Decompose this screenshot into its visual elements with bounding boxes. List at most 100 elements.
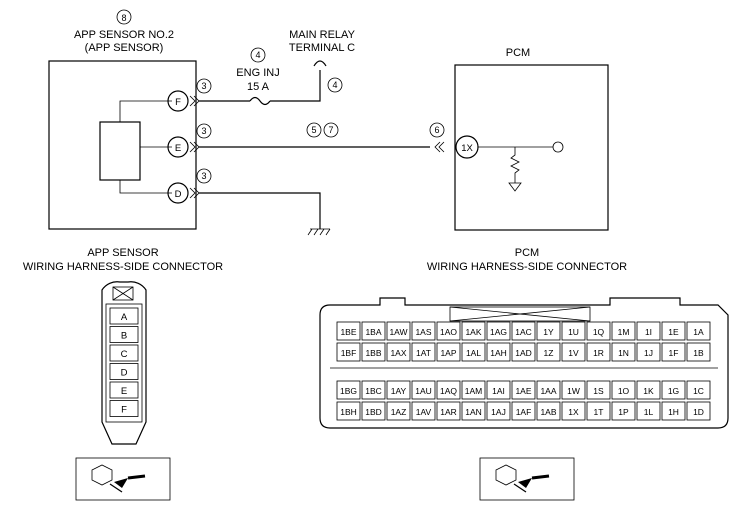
pcm-pin-label: 1AK <box>465 327 481 337</box>
pcm-pin-cell <box>686 380 711 400</box>
pcm-pin-cell <box>436 401 461 421</box>
app-pin-cell <box>109 381 139 399</box>
pcm-pin-label: 1V <box>568 348 579 358</box>
pcm-pin-cell <box>436 342 461 362</box>
pcm-pin-cell <box>561 401 586 421</box>
pcm-pin-cell <box>561 342 586 362</box>
pcm-connector-key-x <box>449 306 591 322</box>
app-pin-label: E <box>121 386 127 397</box>
pcm-pin-cell <box>386 380 411 400</box>
pcm-pin-cell <box>611 401 636 421</box>
pcm-pin-cell <box>461 401 486 421</box>
pcm-pin-label: 1F <box>669 348 679 358</box>
pcm-pin-label: 1AB <box>540 407 556 417</box>
pcm-pin-cell <box>386 401 411 421</box>
pcm-pin-label: 1AX <box>390 348 406 358</box>
pcm-pin-cell <box>611 342 636 362</box>
pcm-pin-cell <box>361 321 386 341</box>
pcm-pin-cell <box>511 380 536 400</box>
pcm-pin-label: 1BD <box>365 407 382 417</box>
pcm-pin-cell <box>636 380 661 400</box>
pcm-pin-label: 1BG <box>340 386 357 396</box>
pcm-pin-cell <box>586 342 611 362</box>
relay-terminal-symbol <box>313 60 327 67</box>
resistor-icon <box>510 147 520 183</box>
pcm-pin-cell <box>661 380 686 400</box>
pcm-connector-body <box>319 297 729 429</box>
pcm-connector-key <box>449 306 591 322</box>
app-connector-frame <box>105 303 143 423</box>
app-view-icon-frame <box>75 457 171 501</box>
pcm-pin-label: 1BC <box>365 386 382 396</box>
wire-d <box>199 192 321 229</box>
pcm-pin-cell <box>511 401 536 421</box>
app-pin-cell <box>109 344 139 362</box>
pcm-pin-label: 1AR <box>440 407 457 417</box>
pcm-pin-cell <box>411 342 436 362</box>
pcm-pin-cell <box>611 380 636 400</box>
pcm-pin-cell <box>361 342 386 362</box>
pcm-pin-cell <box>536 321 561 341</box>
wire-f-callout-circle <box>196 78 212 94</box>
pcm-pin-cell <box>686 342 711 362</box>
terminal-1x-label: 1X <box>461 143 473 154</box>
pcm-pin-cell <box>686 321 711 341</box>
app-pin-cell <box>109 400 139 417</box>
pcm-pin-cell <box>586 321 611 341</box>
pcm-pin-cell <box>411 321 436 341</box>
app-pin-label: A <box>121 312 128 323</box>
pcm-title: PCM <box>506 47 530 59</box>
connector-view-icon <box>495 464 550 493</box>
pcm-pin-cell <box>536 342 561 362</box>
pcm-pin-cell <box>561 321 586 341</box>
pcm-pin-cell <box>336 321 361 341</box>
pcm-pin-cell <box>636 321 661 341</box>
pcm-pin-cell <box>661 342 686 362</box>
pcm-pin-cell <box>586 401 611 421</box>
wire-e-mid-a-circle <box>306 122 322 138</box>
terminal-d-label: D <box>175 189 182 200</box>
pcm-pin-label: 1AS <box>415 327 431 337</box>
pcm-pin-label: 1N <box>618 348 629 358</box>
ground-icon <box>307 228 331 236</box>
pcm-pin-label: 1AV <box>416 407 432 417</box>
pcm-pin-cell <box>361 380 386 400</box>
pcm-pin-label: 1Y <box>543 327 554 337</box>
wire-e-callout-circle <box>196 123 212 139</box>
pcm-pin-cell <box>486 380 511 400</box>
terminal-f <box>167 90 189 112</box>
pcm-pin-label: 1S <box>593 386 604 396</box>
pcm-ground-icon <box>508 182 522 192</box>
pcm-connector-title: PCM <box>515 247 539 259</box>
pcm-in-callout-circle <box>429 122 445 138</box>
pcm-pin-cell <box>536 401 561 421</box>
pcm-pin-label: 1Z <box>544 348 554 358</box>
pcm-pin-cell <box>461 342 486 362</box>
pcm-pin-label: 1AM <box>465 386 482 396</box>
pcm-pin-label: 1A <box>693 327 704 337</box>
pcm-view-icon-frame <box>479 457 575 501</box>
pcm-pin-label: 1L <box>644 407 654 417</box>
connector-view-icon <box>91 464 146 493</box>
pcm-pin-label: 1AN <box>465 407 482 417</box>
app-pin-cell <box>109 326 139 343</box>
app-pin-label: C <box>121 349 128 360</box>
pcm-pin-cell <box>636 342 661 362</box>
fuse-name: ENG INJ <box>236 67 279 79</box>
wire-e-mid-b: 7 <box>328 125 333 135</box>
app-connector-subtitle: WIRING HARNESS-SIDE CONNECTOR <box>23 261 223 273</box>
pcm-pin-cell <box>636 401 661 421</box>
pcm-pin-label: 1AA <box>540 386 556 396</box>
pcm-pin-label: 1AZ <box>391 407 407 417</box>
pcm-pin-label: 1AI <box>492 386 505 396</box>
relay-callout: 4 <box>332 80 337 90</box>
app-connector-body <box>101 281 147 445</box>
pcm-pin-label: 1J <box>644 348 653 358</box>
pcm-pin-cell <box>336 342 361 362</box>
pcm-pin-cell <box>461 380 486 400</box>
pcm-pin-label: 1BB <box>365 348 381 358</box>
pcm-pin-label: 1AU <box>415 386 432 396</box>
